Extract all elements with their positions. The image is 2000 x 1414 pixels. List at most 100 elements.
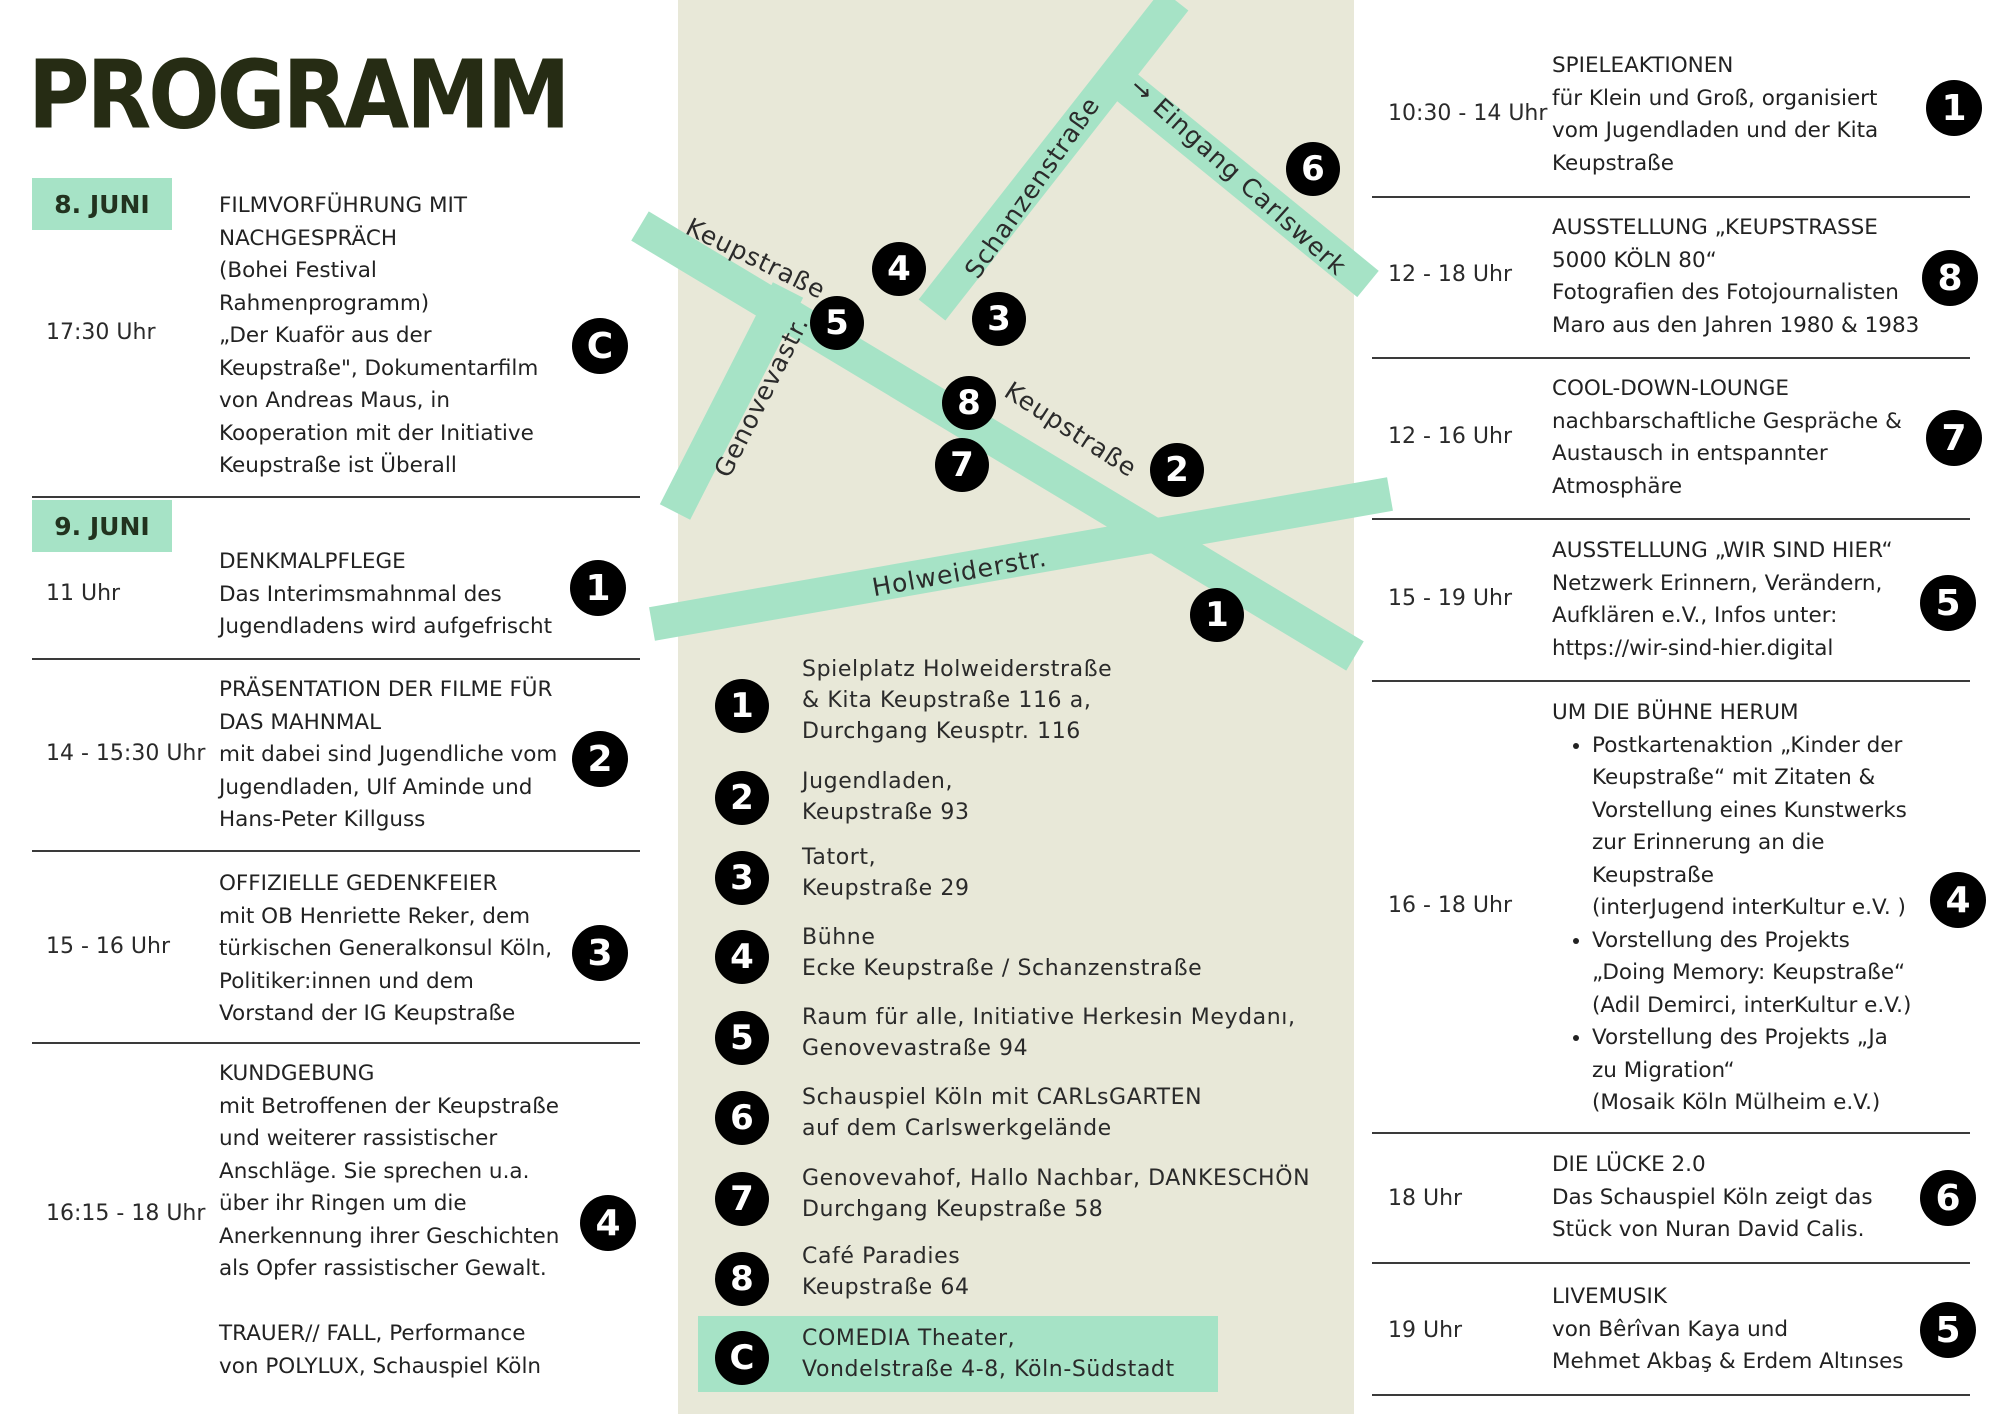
- date-badge-9-juni: 9. JUNI: [32, 500, 172, 552]
- event-line: NACHGESPRÄCH: [219, 225, 398, 251]
- event-line: AUSSTELLUNG „KEUPSTRASSE: [1552, 215, 1878, 240]
- event-line: https://wir-sind-hier.digital: [1552, 635, 1834, 661]
- legend-line: Genovevahof, Hallo Nachbar, DANKESCHÖN: [802, 1166, 1311, 1191]
- legend-marker: C: [715, 1331, 769, 1385]
- event-line: für Klein und Groß, organisiert: [1552, 85, 1878, 111]
- event-line: Austausch in entspannter: [1552, 441, 1828, 466]
- event-time: 11 Uhr: [46, 581, 121, 606]
- event-line: Keupstraße ist Überall: [219, 453, 457, 478]
- event-line: mit Betroffenen der Keupstraße: [219, 1093, 559, 1119]
- event-line: Atmosphäre: [1552, 473, 1683, 499]
- event-time: 10:30 - 14 Uhr: [1388, 101, 1548, 126]
- street-schanzenstrasse: [918, 0, 1189, 321]
- event-description: OFFIZIELLE GEDENKFEIER mit OB Henriette …: [219, 868, 552, 1031]
- bullet-line: Keupstraße“ mit Zitaten &: [1592, 765, 1876, 790]
- event-line: FILMVORFÜHRUNG MIT: [219, 193, 467, 218]
- event-description: AUSSTELLUNG „WIR SIND HIER“ Netzwerk Eri…: [1552, 535, 1893, 665]
- location-marker: 1: [1926, 80, 1982, 136]
- legend-item: Spielplatz Holweiderstraße & Kita Keupst…: [802, 654, 1112, 747]
- event-time: 14 - 15:30 Uhr: [46, 741, 206, 766]
- event-line: Das Schauspiel Köln zeigt das: [1552, 1184, 1873, 1210]
- legend-item: Raum für alle, Initiative Herkesin Meyda…: [802, 1002, 1296, 1064]
- location-marker: 8: [1922, 250, 1978, 306]
- location-marker: 7: [1926, 410, 1982, 466]
- divider: [1372, 1262, 1970, 1264]
- legend-marker: 6: [715, 1091, 769, 1145]
- legend-line: Spielplatz Holweiderstraße: [802, 657, 1113, 682]
- legend-marker: 5: [715, 1011, 769, 1065]
- bullet-line: (Mosaik Köln Mülheim e.V.): [1592, 1090, 1881, 1115]
- event-line: Fotografien des Fotojournalisten: [1552, 280, 1899, 305]
- event-line: TRAUER// FALL, Performance: [219, 1321, 526, 1346]
- legend-line: Durchgang Keupstraße 58: [802, 1197, 1104, 1222]
- bullet-list: Postkartenaktion „Kinder der Keupstraße“…: [1552, 730, 1912, 1120]
- event-description: DIE LÜCKE 2.0 Das Schauspiel Köln zeigt …: [1552, 1149, 1873, 1247]
- legend-line: Jugendladen,: [802, 769, 954, 794]
- event-line: mit OB Henriette Reker, dem: [219, 903, 531, 929]
- legend-item: Jugendladen, Keupstraße 93: [802, 766, 970, 828]
- divider: [1372, 196, 1970, 198]
- legend-marker: 2: [715, 771, 769, 825]
- legend-item: COMEDIA Theater, Vondelstraße 4-8, Köln-…: [802, 1323, 1175, 1385]
- legend-line: Durchgang Keusptr. 116: [802, 719, 1081, 744]
- event-line: über ihr Ringen um die: [219, 1191, 467, 1216]
- legend-line: Vondelstraße 4-8, Köln-Südstadt: [802, 1357, 1175, 1382]
- legend-highlight: [698, 1316, 1218, 1392]
- location-marker: 2: [572, 731, 628, 787]
- legend-marker: 1: [715, 679, 769, 733]
- page-title: PROGRAMM: [28, 40, 570, 150]
- event-line: Jugendladens wird aufgefrischt: [219, 614, 553, 639]
- event-description: KUNDGEBUNG mit Betroffenen der Keupstraß…: [219, 1058, 559, 1383]
- bullet-line: zu Migration“: [1592, 1057, 1735, 1083]
- event-time: 18 Uhr: [1388, 1186, 1463, 1211]
- bullet-item: Vorstellung des Projekts „Doing Memory: …: [1592, 925, 1912, 1023]
- bullet-item: Vorstellung des Projekts „Ja zu Migratio…: [1592, 1022, 1912, 1120]
- event-line: Stück von Nuran David Calis.: [1552, 1217, 1865, 1242]
- bullet-line: Vorstellung des Projekts: [1592, 927, 1850, 953]
- event-heading: UM DIE BÜHNE HERUM: [1552, 700, 1799, 725]
- legend-marker: 7: [715, 1172, 769, 1226]
- event-line: Vorstand der IG Keupstraße: [219, 1001, 516, 1026]
- event-line: nachbarschaftliche Gespräche &: [1552, 408, 1902, 434]
- divider: [1372, 1132, 1970, 1134]
- legend-line: Keupstraße 64: [802, 1275, 970, 1300]
- street-holweiderstr: [649, 477, 1393, 641]
- event-line: Keupstraße: [1552, 150, 1674, 176]
- legend-line: Raum für alle, Initiative Herkesin Meyda…: [802, 1005, 1296, 1030]
- date-badge-8-juni: 8. JUNI: [32, 178, 172, 230]
- location-marker: 1: [570, 560, 626, 616]
- event-line: von Andreas Maus, in: [219, 388, 450, 413]
- event-line: Jugendladen, Ulf Aminde und: [219, 774, 533, 800]
- legend-line: Schauspiel Köln mit CARLsGARTEN: [802, 1085, 1203, 1110]
- event-line: DIE LÜCKE 2.0: [1552, 1152, 1706, 1177]
- divider: [32, 658, 640, 660]
- divider: [1372, 518, 1970, 520]
- event-description: DENKMALPFLEGE Das Interimsmahnmal des Ju…: [219, 546, 552, 644]
- legend-marker: 4: [715, 930, 769, 984]
- event-line: PRÄSENTATION DER FILME FÜR: [219, 677, 553, 702]
- legend-line: & Kita Keupstraße 116 a,: [802, 688, 1092, 713]
- event-line: als Opfer rassistischer Gewalt.: [219, 1256, 547, 1281]
- map-background: [678, 0, 1354, 1414]
- map-marker: 7: [935, 438, 989, 492]
- event-time: 19 Uhr: [1388, 1318, 1463, 1343]
- event-line: vom Jugendladen und der Kita: [1552, 118, 1879, 143]
- event-line: COOL-DOWN-LOUNGE: [1552, 376, 1789, 401]
- event-line: Anerkennung ihrer Geschichten: [219, 1223, 560, 1249]
- legend-line: Keupstraße 93: [802, 800, 970, 825]
- bullet-line: „Doing Memory: Keupstraße“: [1592, 960, 1906, 985]
- map-marker: 3: [972, 292, 1026, 346]
- map-marker: 6: [1286, 142, 1340, 196]
- event-time: 15 - 16 Uhr: [46, 934, 170, 959]
- event-line: mit dabei sind Jugendliche vom: [219, 742, 558, 767]
- event-time: 12 - 18 Uhr: [1388, 262, 1512, 287]
- event-line: AUSSTELLUNG „WIR SIND HIER“: [1552, 538, 1893, 563]
- event-line: Politiker:innen und dem: [219, 968, 474, 994]
- event-description: UM DIE BÜHNE HERUM Postkartenaktion „Kin…: [1552, 697, 1912, 1120]
- event-description: COOL-DOWN-LOUNGE nachbarschaftliche Gesp…: [1552, 373, 1902, 503]
- event-line: Netzwerk Erinnern, Verändern,: [1552, 570, 1883, 596]
- street-keupstrasse: [631, 211, 1364, 671]
- legend-line: COMEDIA Theater,: [802, 1326, 1016, 1351]
- legend-item: Bühne Ecke Keupstraße / Schanzenstraße: [802, 922, 1202, 984]
